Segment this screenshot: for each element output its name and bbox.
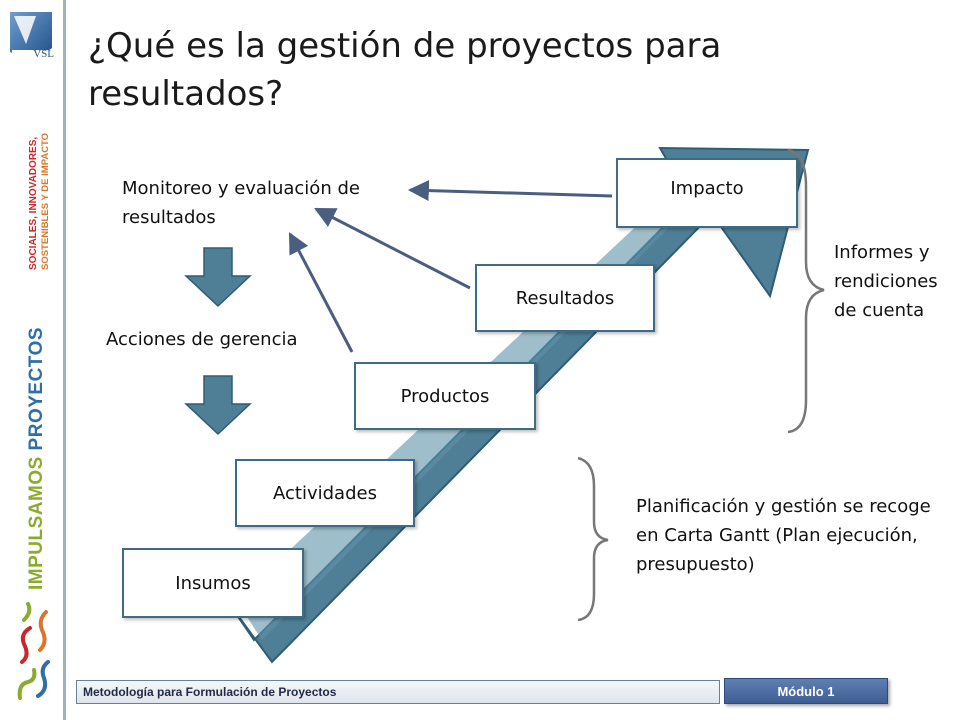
reporting-label: Informes y rendiciones de cuenta: [834, 242, 938, 321]
down-arrow-2: [184, 375, 252, 436]
management-label: Acciones de gerencia: [106, 329, 298, 350]
step-impacto-label: Impacto: [670, 178, 744, 199]
footer-module-label: Módulo 1: [777, 683, 835, 699]
vsl-logo: VSL: [6, 8, 56, 66]
logo-text: VSL: [33, 48, 54, 60]
step-resultados: Resultados: [475, 264, 655, 332]
sidebar-divider: [63, 0, 66, 720]
brace-planificacion: [577, 456, 609, 622]
planning-label: Planificación y gestión se recoge en Car…: [636, 496, 931, 575]
logo-icon: [10, 12, 52, 64]
step-insumos: Insumos: [122, 548, 304, 618]
step-productos: Productos: [354, 362, 536, 430]
brace-informes: [787, 148, 825, 434]
monitoring-label: Monitoreo y evaluación de resultados: [122, 178, 360, 228]
branding-sidebar: VSL SOCIALES, INNOVADORES, SOSTENIBLES Y…: [0, 0, 62, 720]
footer-course-title: Metodología para Formulación de Proyecto…: [83, 685, 337, 699]
footer-module-badge: Módulo 1: [724, 678, 888, 704]
puzzle-people-icon: [17, 602, 50, 700]
arrow-resultados-to-monitoreo: [314, 207, 471, 290]
down-arrow-1: [184, 247, 252, 308]
arrow-productos-to-monitoreo: [288, 232, 354, 353]
slide-title: ¿Qué es la gestión de proyectos para res…: [88, 26, 722, 114]
step-actividades: Actividades: [235, 459, 415, 527]
step-impacto: Impacto: [616, 158, 798, 228]
footer-course-bar: Metodología para Formulación de Proyecto…: [76, 680, 720, 704]
arrow-impacto-to-monitoreo: [407, 180, 613, 202]
